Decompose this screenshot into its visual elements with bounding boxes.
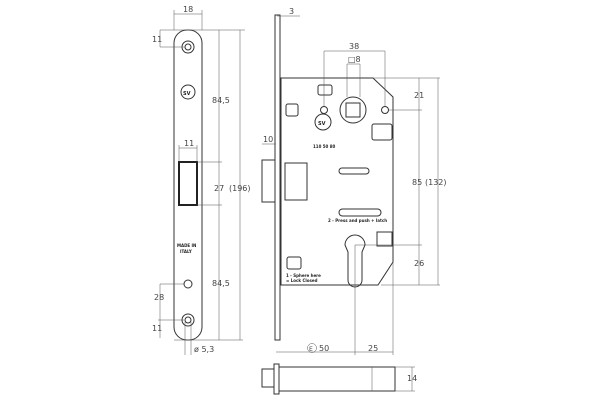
svg-text:SV: SV [318, 121, 326, 127]
lock-bottom-view: 14 [261, 363, 417, 395]
dim-latch-height: 27 [214, 184, 224, 193]
instruction-lock-closed: = Lock Closed [286, 278, 318, 283]
dim-top-hole: 11 [152, 35, 162, 44]
dim-body-height: (132) [425, 178, 447, 187]
dim-top-offset: 21 [414, 91, 424, 100]
dim-upper-length: 84,5 [212, 96, 230, 105]
sv-logo-icon-body [314, 113, 332, 131]
italy-text: ITALY [180, 249, 192, 254]
instruction-sphere: 1 - Sphere here [286, 273, 321, 278]
latch-slot [178, 161, 198, 206]
dim-follower-square: □8 [348, 55, 361, 64]
svg-text:E: E [309, 346, 313, 353]
lock-body-side-view: SV 110 50 80 2 - Press and push + latch … [261, 7, 447, 355]
dim-follower-distance: 38 [349, 42, 359, 51]
follower-hub [339, 96, 367, 124]
backset-symbol-icon [307, 343, 317, 353]
latch-bolt [261, 159, 276, 203]
dim-backset: 50 [319, 344, 329, 353]
side-faceplate [274, 14, 281, 341]
dim-center-distance: 85 [412, 178, 422, 187]
dim-thickness: 14 [407, 374, 417, 383]
faceplate-logo-text: SV [183, 91, 191, 97]
serial-number: 110 50 80 [313, 144, 335, 149]
dim-latch-projection: 10 [263, 135, 273, 144]
faceplate-front-view: SV MADE IN ITALY 18 11 84,5 27 (196) 84,… [152, 5, 251, 355]
dim-hole-diameter: ø 5,3 [194, 345, 214, 354]
dim-latch-width: 11 [184, 139, 194, 148]
dim-total-length: (196) [229, 184, 251, 193]
follower-square [345, 102, 361, 118]
bottom-case [278, 366, 396, 392]
dim-width: 18 [183, 5, 193, 14]
bottom-latch [261, 368, 275, 388]
made-in-text: MADE IN [177, 243, 196, 248]
dim-lower-length: 84,5 [212, 279, 230, 288]
sv-logo-icon [180, 84, 196, 100]
dim-bottom-hole: 11 [152, 324, 162, 333]
dim-hole-spacing: 28 [154, 293, 164, 302]
dim-cylinder-offset: 26 [414, 259, 424, 268]
small-hole [183, 279, 193, 289]
cylinder-keyhole [344, 234, 366, 288]
instruction-press-push: 2 - Press and push + latch [328, 218, 387, 223]
dim-plate-thickness: 3 [289, 7, 294, 16]
dim-cylinder-edge: 25 [368, 344, 378, 353]
